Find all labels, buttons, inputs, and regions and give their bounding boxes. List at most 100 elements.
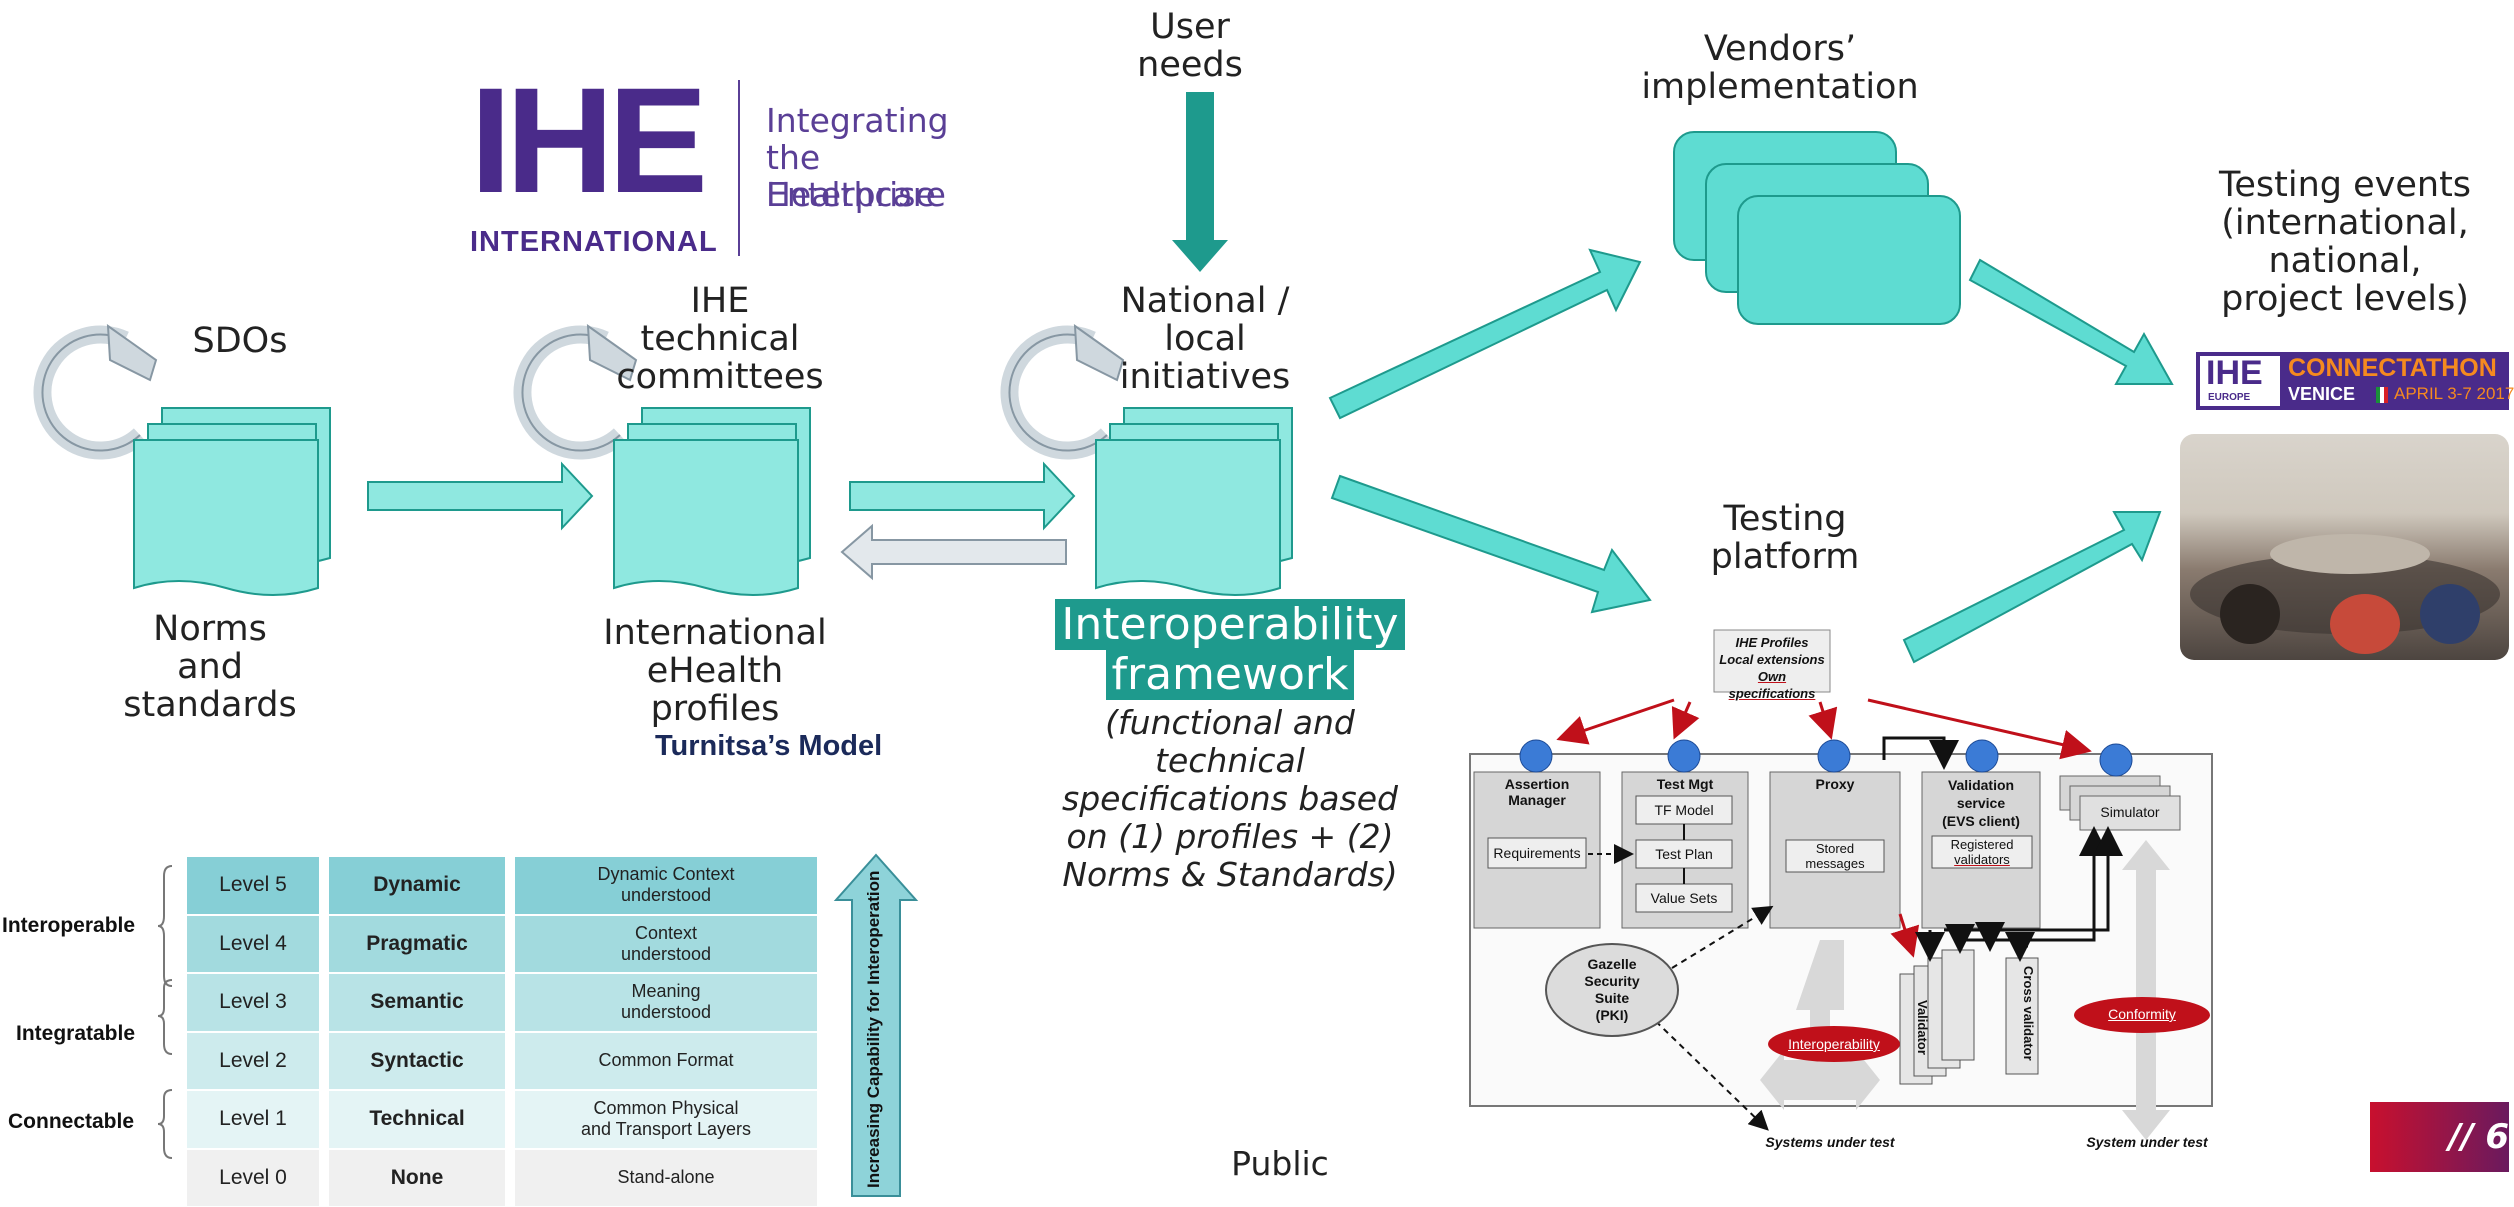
connectathon-title: CONNECTATHON xyxy=(2288,354,2497,383)
turnitsa-model-title: Turnitsa’s Model xyxy=(655,730,882,763)
profiles-line-1: International xyxy=(590,614,840,652)
systems-under-test-label: Systems under test xyxy=(1740,1134,1920,1150)
validator-label: Validator xyxy=(1915,1000,1930,1100)
user-needs-line-1: User xyxy=(1100,8,1280,46)
arrow-platform-to-events xyxy=(1904,512,2160,662)
connectathon-photo xyxy=(2180,434,2509,660)
validation-line-1: Validation xyxy=(1922,776,2040,794)
logo-tagline-1: Integrating xyxy=(766,102,949,139)
user-needs-arrow xyxy=(1172,92,1228,272)
turnitsa-desc-line: Context xyxy=(635,923,697,944)
testing-events-line-2: (international, xyxy=(2190,204,2500,242)
platform-note: IHE Profiles Local extensions Own specif… xyxy=(1716,634,1828,702)
label-vendors: Vendors’ implementation xyxy=(1610,30,1950,106)
note-line-2: Local extensions xyxy=(1716,651,1828,668)
label-user-needs: User needs xyxy=(1100,8,1280,84)
turnitsa-desc-line: and Transport Layers xyxy=(581,1119,751,1140)
logo-sub: INTERNATIONAL xyxy=(470,226,718,259)
norms-line-2: and xyxy=(100,648,320,686)
norms-line-1: Norms xyxy=(100,610,320,648)
label-national-initiatives: National / local initiatives xyxy=(1090,282,1320,396)
initiatives-line-1: National / xyxy=(1090,282,1320,320)
connectathon-dates: APRIL 3-7 2017 xyxy=(2394,384,2514,404)
turnitsa-cell-level: Level 5 xyxy=(186,856,320,915)
turnitsa-cell-level: Level 1 xyxy=(186,1090,320,1149)
arrow-norms-to-profiles xyxy=(368,464,592,528)
label-norms: Norms and standards xyxy=(100,610,320,724)
registered-line-1: Registered xyxy=(1932,837,2032,852)
interop-desc-line-5: Norms & Standards) xyxy=(1010,856,1450,894)
note-line-3: Own specifications xyxy=(1716,668,1828,702)
committees-line-1: IHE xyxy=(600,282,840,320)
interoperability-framework-description: (functional and technical specifications… xyxy=(1010,704,1450,894)
interop-title-line-2: framework xyxy=(1106,649,1355,700)
logo-tagline-3: Enterprise xyxy=(766,176,936,213)
logo-divider xyxy=(738,80,740,256)
committees-line-3: committees xyxy=(600,358,840,396)
arrow-profiles-to-initiatives xyxy=(850,464,1074,528)
increasing-capability-label: Increasing Capability for Interoperation xyxy=(864,848,884,1188)
assertion-line-2: Manager xyxy=(1476,792,1598,808)
document-stack-norms xyxy=(134,408,330,595)
value-sets-label: Value Sets xyxy=(1636,890,1732,906)
turnitsa-cell-name: Dynamic xyxy=(328,856,506,915)
simulator-label: Simulator xyxy=(2080,804,2180,820)
gazelle-line-2: Security xyxy=(1556,973,1668,990)
vendors-line-2: implementation xyxy=(1610,68,1950,106)
interop-title-line-1: Interoperability xyxy=(1055,599,1404,650)
connectathon-venue: VENICE xyxy=(2288,384,2355,405)
profiles-line-3: profiles xyxy=(590,690,840,728)
turnitsa-desc-line: understood xyxy=(621,1002,711,1023)
document-stack-initiatives xyxy=(1096,408,1292,595)
label-testing-platform: Testing platform xyxy=(1680,500,1890,576)
document-stack-profiles xyxy=(614,408,810,595)
turnitsa-cell-name: Technical xyxy=(328,1090,506,1149)
note-line-1: IHE Profiles xyxy=(1716,634,1828,651)
profiles-line-2: eHealth xyxy=(590,652,840,690)
validation-line-2: service xyxy=(1922,794,2040,812)
interop-desc-line-2: technical xyxy=(1010,742,1450,780)
page-number: // 6 xyxy=(2370,1102,2509,1172)
interoperability-framework-title: Interoperability framework xyxy=(1030,600,1430,700)
turnitsa-cell-level: Level 4 xyxy=(186,915,320,974)
interoperability-badge: Interoperability xyxy=(1768,1036,1900,1052)
turnitsa-cell-level: Level 2 xyxy=(186,1032,320,1091)
proxy-label: Proxy xyxy=(1770,776,1900,792)
requirements-label: Requirements xyxy=(1488,845,1586,861)
committees-line-2: technical xyxy=(600,320,840,358)
logo-letters: IHE xyxy=(470,60,702,220)
stored-messages-label: Stored messages xyxy=(1786,841,1884,871)
stored-line-2: messages xyxy=(1786,856,1884,871)
gazelle-label: Gazelle Security Suite (PKI) xyxy=(1556,956,1668,1024)
arrow-to-testing-platform xyxy=(1332,476,1650,612)
gazelle-line-1: Gazelle xyxy=(1556,956,1668,973)
testing-events-line-1: Testing events xyxy=(2190,166,2500,204)
connectathon-europe: EUROPE xyxy=(2208,392,2250,403)
turnitsa-cell-name: None xyxy=(328,1149,506,1207)
interop-desc-line-1: (functional and xyxy=(1010,704,1450,742)
public-label: Public xyxy=(1200,1144,1360,1183)
test-plan-label: Test Plan xyxy=(1636,846,1732,862)
group-integratable: Integratable xyxy=(16,1022,135,1046)
testing-events-line-3: national, xyxy=(2190,242,2500,280)
turnitsa-desc-line: Common Format xyxy=(598,1050,733,1071)
validation-line-3: (EVS client) xyxy=(1922,812,2040,830)
registered-line-2: validators xyxy=(1932,852,2032,867)
arrow-vendors-to-events xyxy=(1970,260,2172,384)
group-interoperable: Interoperable xyxy=(2,914,135,938)
testing-platform-line-1: Testing xyxy=(1680,500,1890,538)
interop-desc-line-3: specifications based xyxy=(1010,780,1450,818)
assertion-line-1: Assertion xyxy=(1476,776,1598,792)
test-mgt-label: Test Mgt xyxy=(1622,776,1748,792)
testing-platform-diagram xyxy=(1470,630,2212,1140)
turnitsa-desc-line: understood xyxy=(621,944,711,965)
turnitsa-desc-line: Stand-alone xyxy=(617,1167,714,1188)
turnitsa-cell-level: Level 3 xyxy=(186,973,320,1032)
stored-line-1: Stored xyxy=(1786,841,1884,856)
label-ihe-committees: IHE technical committees xyxy=(600,282,840,396)
gazelle-line-3: Suite xyxy=(1556,990,1668,1007)
arrow-initiatives-to-profiles xyxy=(842,526,1066,578)
